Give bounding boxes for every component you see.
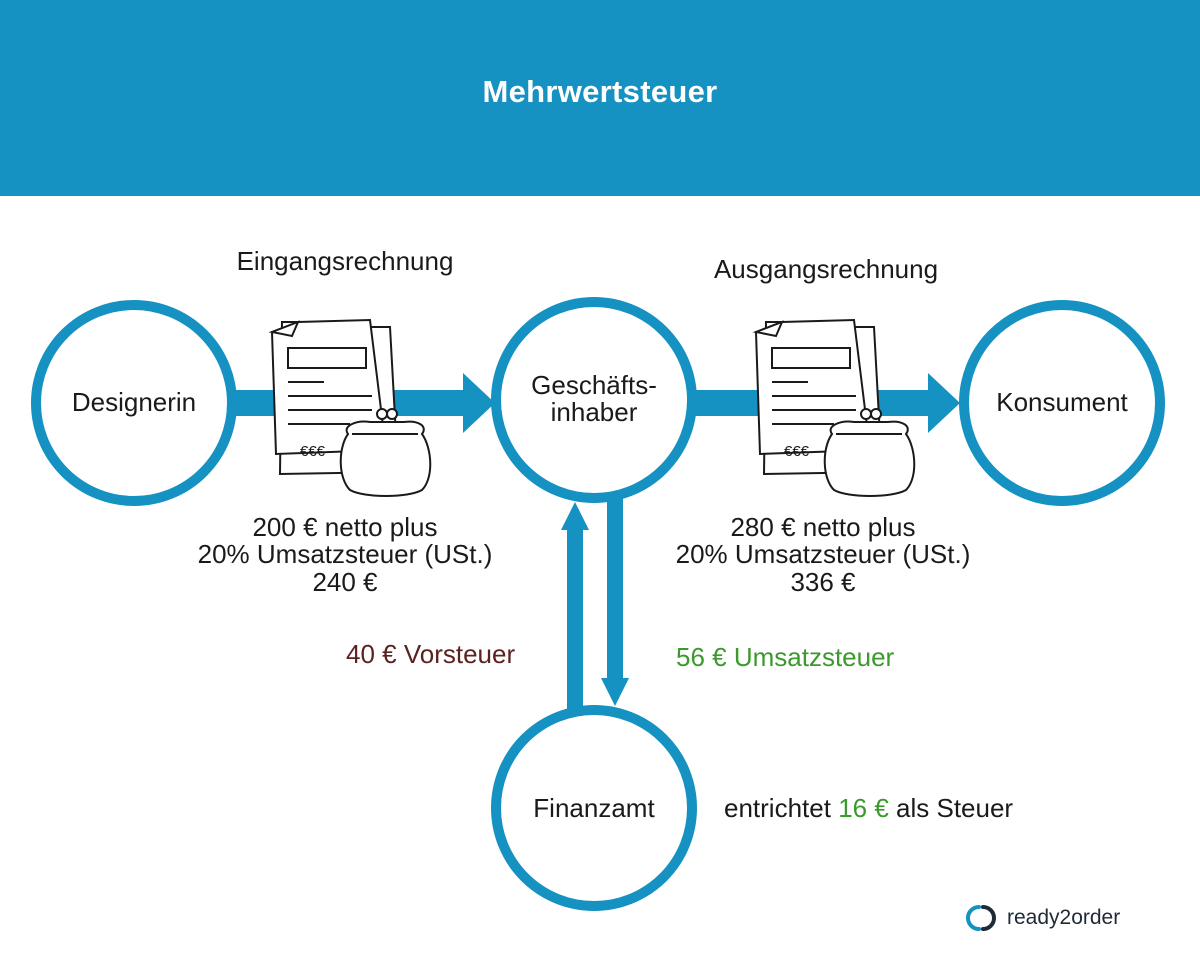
incoming-invoice-label: Eingangsrechnung	[236, 246, 454, 276]
arrow-owner-to-taxoffice	[601, 497, 629, 706]
tax-office-label: Finanzamt	[533, 793, 655, 823]
incoming-amounts: 200 € netto plus 20% Umsatzsteuer (USt.)…	[150, 512, 540, 597]
header-bar	[0, 0, 1200, 196]
settlement-amount: 16 €	[838, 793, 889, 823]
incoming-net: 200 € netto plus	[252, 512, 438, 542]
settlement-suffix: als Steuer	[896, 793, 1014, 823]
owner-label-line2: inhaber	[550, 397, 638, 428]
incoming-gross: 240 €	[312, 566, 378, 597]
input-tax-label: 40 € Vorsteuer	[346, 639, 516, 669]
svg-text:€€€: €€€	[784, 443, 810, 460]
node-tax-office	[491, 705, 697, 911]
outgoing-net: 280 € netto plus	[730, 512, 916, 542]
output-tax-label: 56 € Umsatzsteuer	[676, 642, 895, 672]
incoming-vat: 20% Umsatzsteuer (USt.)	[197, 539, 493, 570]
designer-label: Designerin	[71, 387, 197, 417]
svg-text:€€€: €€€	[300, 443, 326, 460]
outgoing-amounts: 280 € netto plus 20% Umsatzsteuer (USt.)…	[628, 512, 1018, 597]
owner-label-line1: Geschäfts-	[531, 370, 657, 400]
settlement-text: entrichtet 16 € als Steuer	[724, 793, 1014, 823]
consumer-label: Konsument	[996, 387, 1128, 417]
outgoing-vat: 20% Umsatzsteuer (USt.)	[675, 539, 971, 570]
node-owner	[491, 297, 697, 503]
invoice-purse-icon: €€€	[271, 319, 432, 497]
invoice-purse-icon: €€€	[755, 319, 916, 497]
outgoing-invoice-label: Ausgangsrechnung	[713, 254, 939, 284]
settlement-prefix: entrichtet	[724, 793, 831, 823]
page-title: Mehrwertsteuer	[482, 74, 718, 109]
node-designer	[31, 300, 237, 506]
arrow-taxoffice-to-owner	[561, 502, 589, 710]
ready2order-logo-icon	[966, 905, 996, 931]
outgoing-gross: 336 €	[790, 566, 856, 597]
node-consumer	[959, 300, 1165, 506]
owner-label: Geschäfts- inhaber	[504, 370, 684, 428]
brand-name: ready2order	[1007, 906, 1121, 929]
